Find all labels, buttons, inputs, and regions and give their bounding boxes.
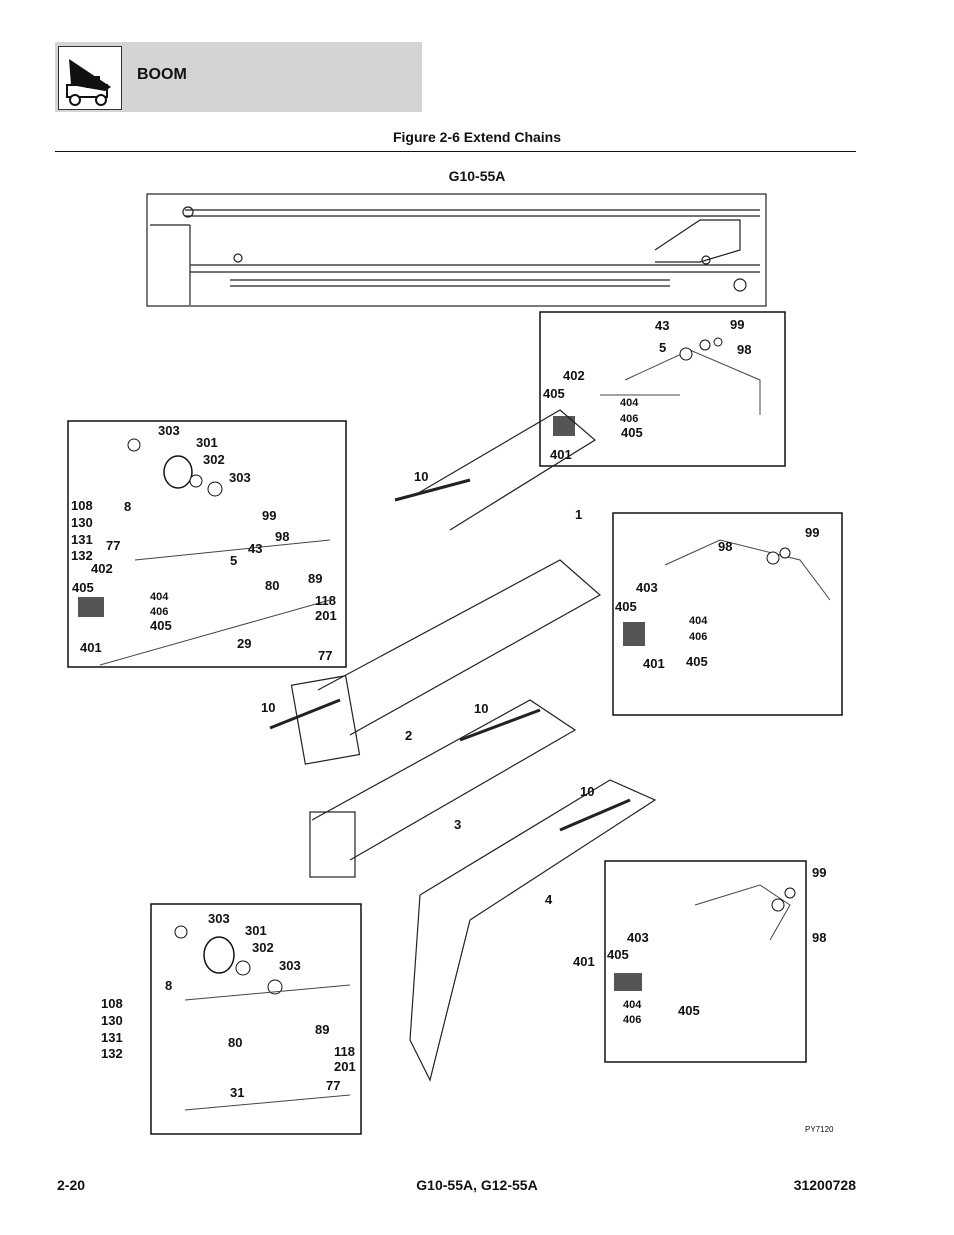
svg-text:404: 404 <box>150 591 169 603</box>
svg-text:405: 405 <box>150 618 172 633</box>
svg-text:8: 8 <box>124 499 131 514</box>
svg-text:118: 118 <box>334 1044 355 1059</box>
svg-text:303: 303 <box>208 911 230 926</box>
svg-text:403: 403 <box>636 580 658 595</box>
svg-text:132: 132 <box>101 1046 123 1061</box>
svg-text:405: 405 <box>621 425 643 440</box>
svg-text:118: 118 <box>315 593 336 608</box>
svg-text:99: 99 <box>805 525 819 540</box>
svg-text:301: 301 <box>245 923 267 938</box>
svg-text:108: 108 <box>101 996 123 1011</box>
svg-text:80: 80 <box>265 578 279 593</box>
svg-text:406: 406 <box>620 413 638 425</box>
svg-text:301: 301 <box>196 435 218 450</box>
svg-text:405: 405 <box>72 580 94 595</box>
svg-text:401: 401 <box>573 954 595 969</box>
svg-text:401: 401 <box>550 447 572 462</box>
svg-text:98: 98 <box>737 342 751 357</box>
page-number: 2-20 <box>57 1177 86 1193</box>
svg-text:406: 406 <box>150 606 168 618</box>
svg-text:98: 98 <box>718 539 732 554</box>
svg-text:405: 405 <box>686 654 708 669</box>
svg-text:303: 303 <box>279 958 301 973</box>
svg-text:99: 99 <box>812 865 826 880</box>
svg-text:402: 402 <box>563 368 585 383</box>
svg-text:10: 10 <box>474 701 488 716</box>
svg-text:1: 1 <box>575 507 582 522</box>
svg-text:98: 98 <box>812 930 826 945</box>
svg-text:405: 405 <box>543 386 565 401</box>
svg-text:10: 10 <box>414 469 428 484</box>
svg-text:77: 77 <box>106 538 120 553</box>
svg-text:406: 406 <box>689 631 707 643</box>
figure-title: Figure 2-6 Extend Chains <box>392 129 562 145</box>
svg-text:77: 77 <box>326 1078 340 1093</box>
svg-text:401: 401 <box>80 640 102 655</box>
svg-text:PY7120: PY7120 <box>805 1125 834 1134</box>
model-footer: G10-55A, G12-55A <box>416 1177 538 1193</box>
detail-box-top-right: 43 99 5 98 402 405 404 406 405 401 <box>539 311 786 467</box>
svg-text:405: 405 <box>607 947 629 962</box>
svg-text:108: 108 <box>71 498 93 513</box>
svg-text:303: 303 <box>158 423 180 438</box>
detail-box-left: 303 301 302 303 8 99 108 130 131 132 98 … <box>67 420 347 668</box>
svg-text:131: 131 <box>101 1030 123 1045</box>
svg-text:80: 80 <box>228 1035 242 1050</box>
svg-text:31: 31 <box>230 1085 244 1100</box>
svg-text:403: 403 <box>627 930 649 945</box>
svg-text:302: 302 <box>252 940 274 955</box>
svg-text:132: 132 <box>71 548 93 563</box>
svg-text:99: 99 <box>730 317 744 332</box>
svg-text:10: 10 <box>580 784 594 799</box>
svg-text:404: 404 <box>689 615 708 627</box>
svg-text:405: 405 <box>678 1003 700 1018</box>
svg-text:29: 29 <box>237 636 251 651</box>
svg-text:130: 130 <box>71 515 93 530</box>
svg-text:401: 401 <box>643 656 665 671</box>
svg-text:131: 131 <box>71 532 93 547</box>
svg-text:89: 89 <box>308 571 322 586</box>
svg-text:5: 5 <box>659 340 666 355</box>
boom-overview <box>146 193 767 307</box>
svg-text:201: 201 <box>334 1059 356 1074</box>
svg-text:4: 4 <box>545 892 553 907</box>
svg-text:402: 402 <box>91 561 113 576</box>
svg-text:406: 406 <box>623 1014 641 1026</box>
svg-text:89: 89 <box>315 1022 329 1037</box>
svg-text:3: 3 <box>454 817 461 832</box>
svg-text:405: 405 <box>615 599 637 614</box>
model-label: G10-55A <box>448 168 506 184</box>
section-title: BOOM <box>137 66 187 83</box>
svg-text:8: 8 <box>165 978 172 993</box>
boom-assembly <box>269 409 657 1082</box>
svg-text:98: 98 <box>275 529 289 544</box>
svg-text:99: 99 <box>262 508 276 523</box>
svg-text:43: 43 <box>248 541 262 556</box>
svg-text:77: 77 <box>318 648 332 663</box>
svg-text:404: 404 <box>623 999 642 1011</box>
svg-text:10: 10 <box>261 700 275 715</box>
document-number: 31200728 <box>793 1177 856 1193</box>
svg-text:404: 404 <box>620 397 639 409</box>
detail-box-bottom-right: 99 98 403 405 401 404 406 405 <box>573 860 826 1063</box>
svg-text:43: 43 <box>655 318 669 333</box>
header-rule <box>55 151 856 152</box>
detail-box-bottom-left: 303 301 302 303 8 108 130 131 132 89 80 … <box>101 903 362 1135</box>
telehandler-boom-icon <box>58 46 122 110</box>
svg-text:201: 201 <box>315 608 337 623</box>
svg-text:2: 2 <box>405 728 412 743</box>
svg-text:303: 303 <box>229 470 251 485</box>
svg-text:5: 5 <box>230 553 237 568</box>
svg-text:130: 130 <box>101 1013 123 1028</box>
detail-box-mid-right: 98 99 403 405 404 406 401 405 <box>612 512 843 716</box>
svg-text:302: 302 <box>203 452 225 467</box>
